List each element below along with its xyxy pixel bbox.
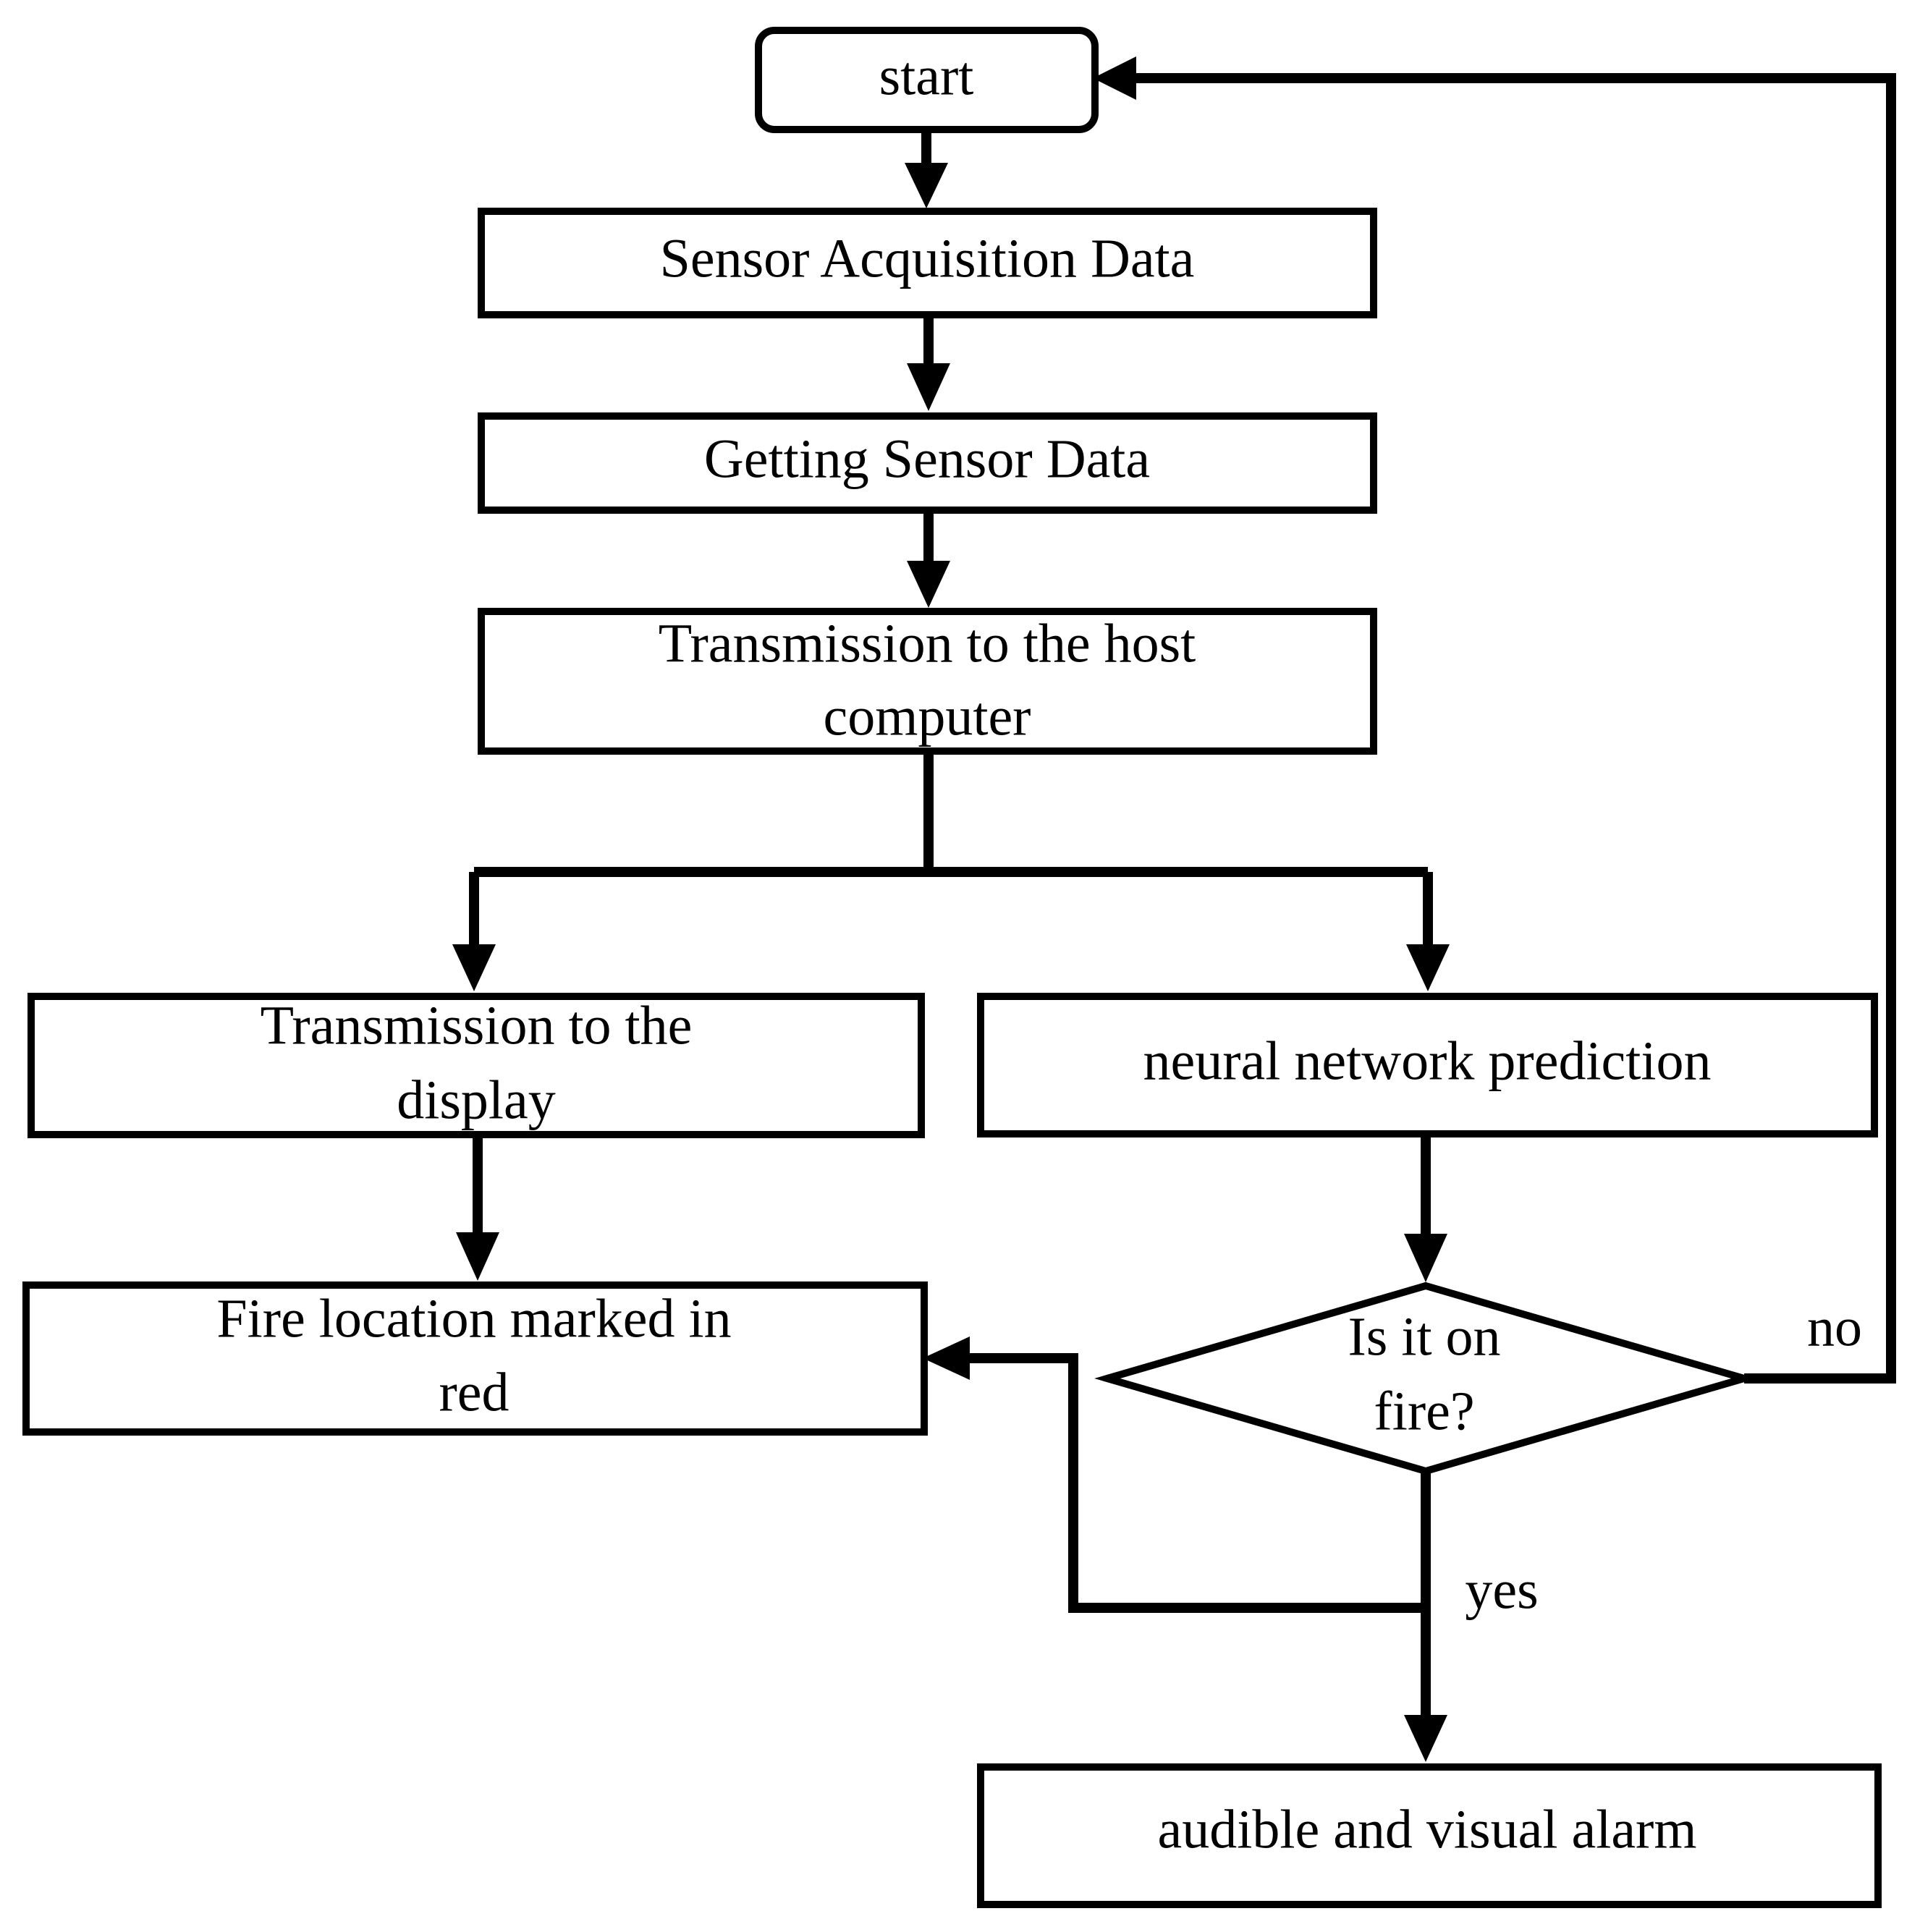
getting-sensor-data-label: Getting Sensor Data: [704, 428, 1150, 489]
arrowhead-host: [907, 561, 950, 608]
transmission-host-line-1: Transmission to the host: [659, 613, 1196, 674]
node-decision: Is it on fire?: [1094, 1281, 1757, 1475]
sensor-acquisition-label: Sensor Acquisition Data: [660, 228, 1195, 289]
transmission-display-line-1: Transmission to the: [261, 995, 693, 1056]
yes-edge-label: yes: [1465, 1559, 1538, 1620]
start-label: start: [879, 46, 974, 106]
transmission-host-line-2: computer: [823, 686, 1031, 747]
node-getting-sensor-data: Getting Sensor Data: [478, 412, 1377, 514]
no-edge-label: no: [1807, 1297, 1862, 1357]
arrowhead-start: [1093, 56, 1136, 100]
alarm-label: audible and visual alarm: [1158, 1799, 1697, 1860]
node-transmission-host: Transmission to the host computer: [478, 608, 1377, 755]
decision-line-2: fire?: [1374, 1381, 1474, 1441]
node-fire-location: Fire location marked in red: [22, 1281, 928, 1436]
arrowhead-neural: [1406, 944, 1450, 991]
arrowhead-getting: [907, 363, 950, 411]
arrowhead-display: [452, 944, 496, 991]
decision-line-1: Is it on: [1348, 1306, 1500, 1367]
node-sensor-acquisition: Sensor Acquisition Data: [478, 208, 1377, 318]
node-neural-network: neural network prediction: [977, 993, 1878, 1137]
edge-no-loop: [1136, 73, 1896, 1384]
node-transmission-display: Transmission to the display: [28, 993, 925, 1138]
fire-location-line-2: red: [439, 1362, 509, 1423]
node-start: start: [755, 27, 1099, 133]
arrowhead-fire-location-left: [923, 1336, 970, 1380]
node-alarm: audible and visual alarm: [977, 1763, 1882, 1908]
arrowhead-alarm: [1404, 1715, 1447, 1762]
fire-location-line-1: Fire location marked in: [216, 1288, 731, 1349]
connectors: [452, 56, 1896, 1762]
arrowhead-decision: [1404, 1234, 1447, 1282]
edge-yes-to-fire-location: [970, 1353, 1426, 1613]
neural-network-label: neural network prediction: [1143, 1030, 1711, 1091]
arrowhead-fire-location: [456, 1232, 499, 1281]
arrowhead-acquisition: [905, 163, 948, 208]
transmission-display-line-2: display: [397, 1069, 556, 1130]
